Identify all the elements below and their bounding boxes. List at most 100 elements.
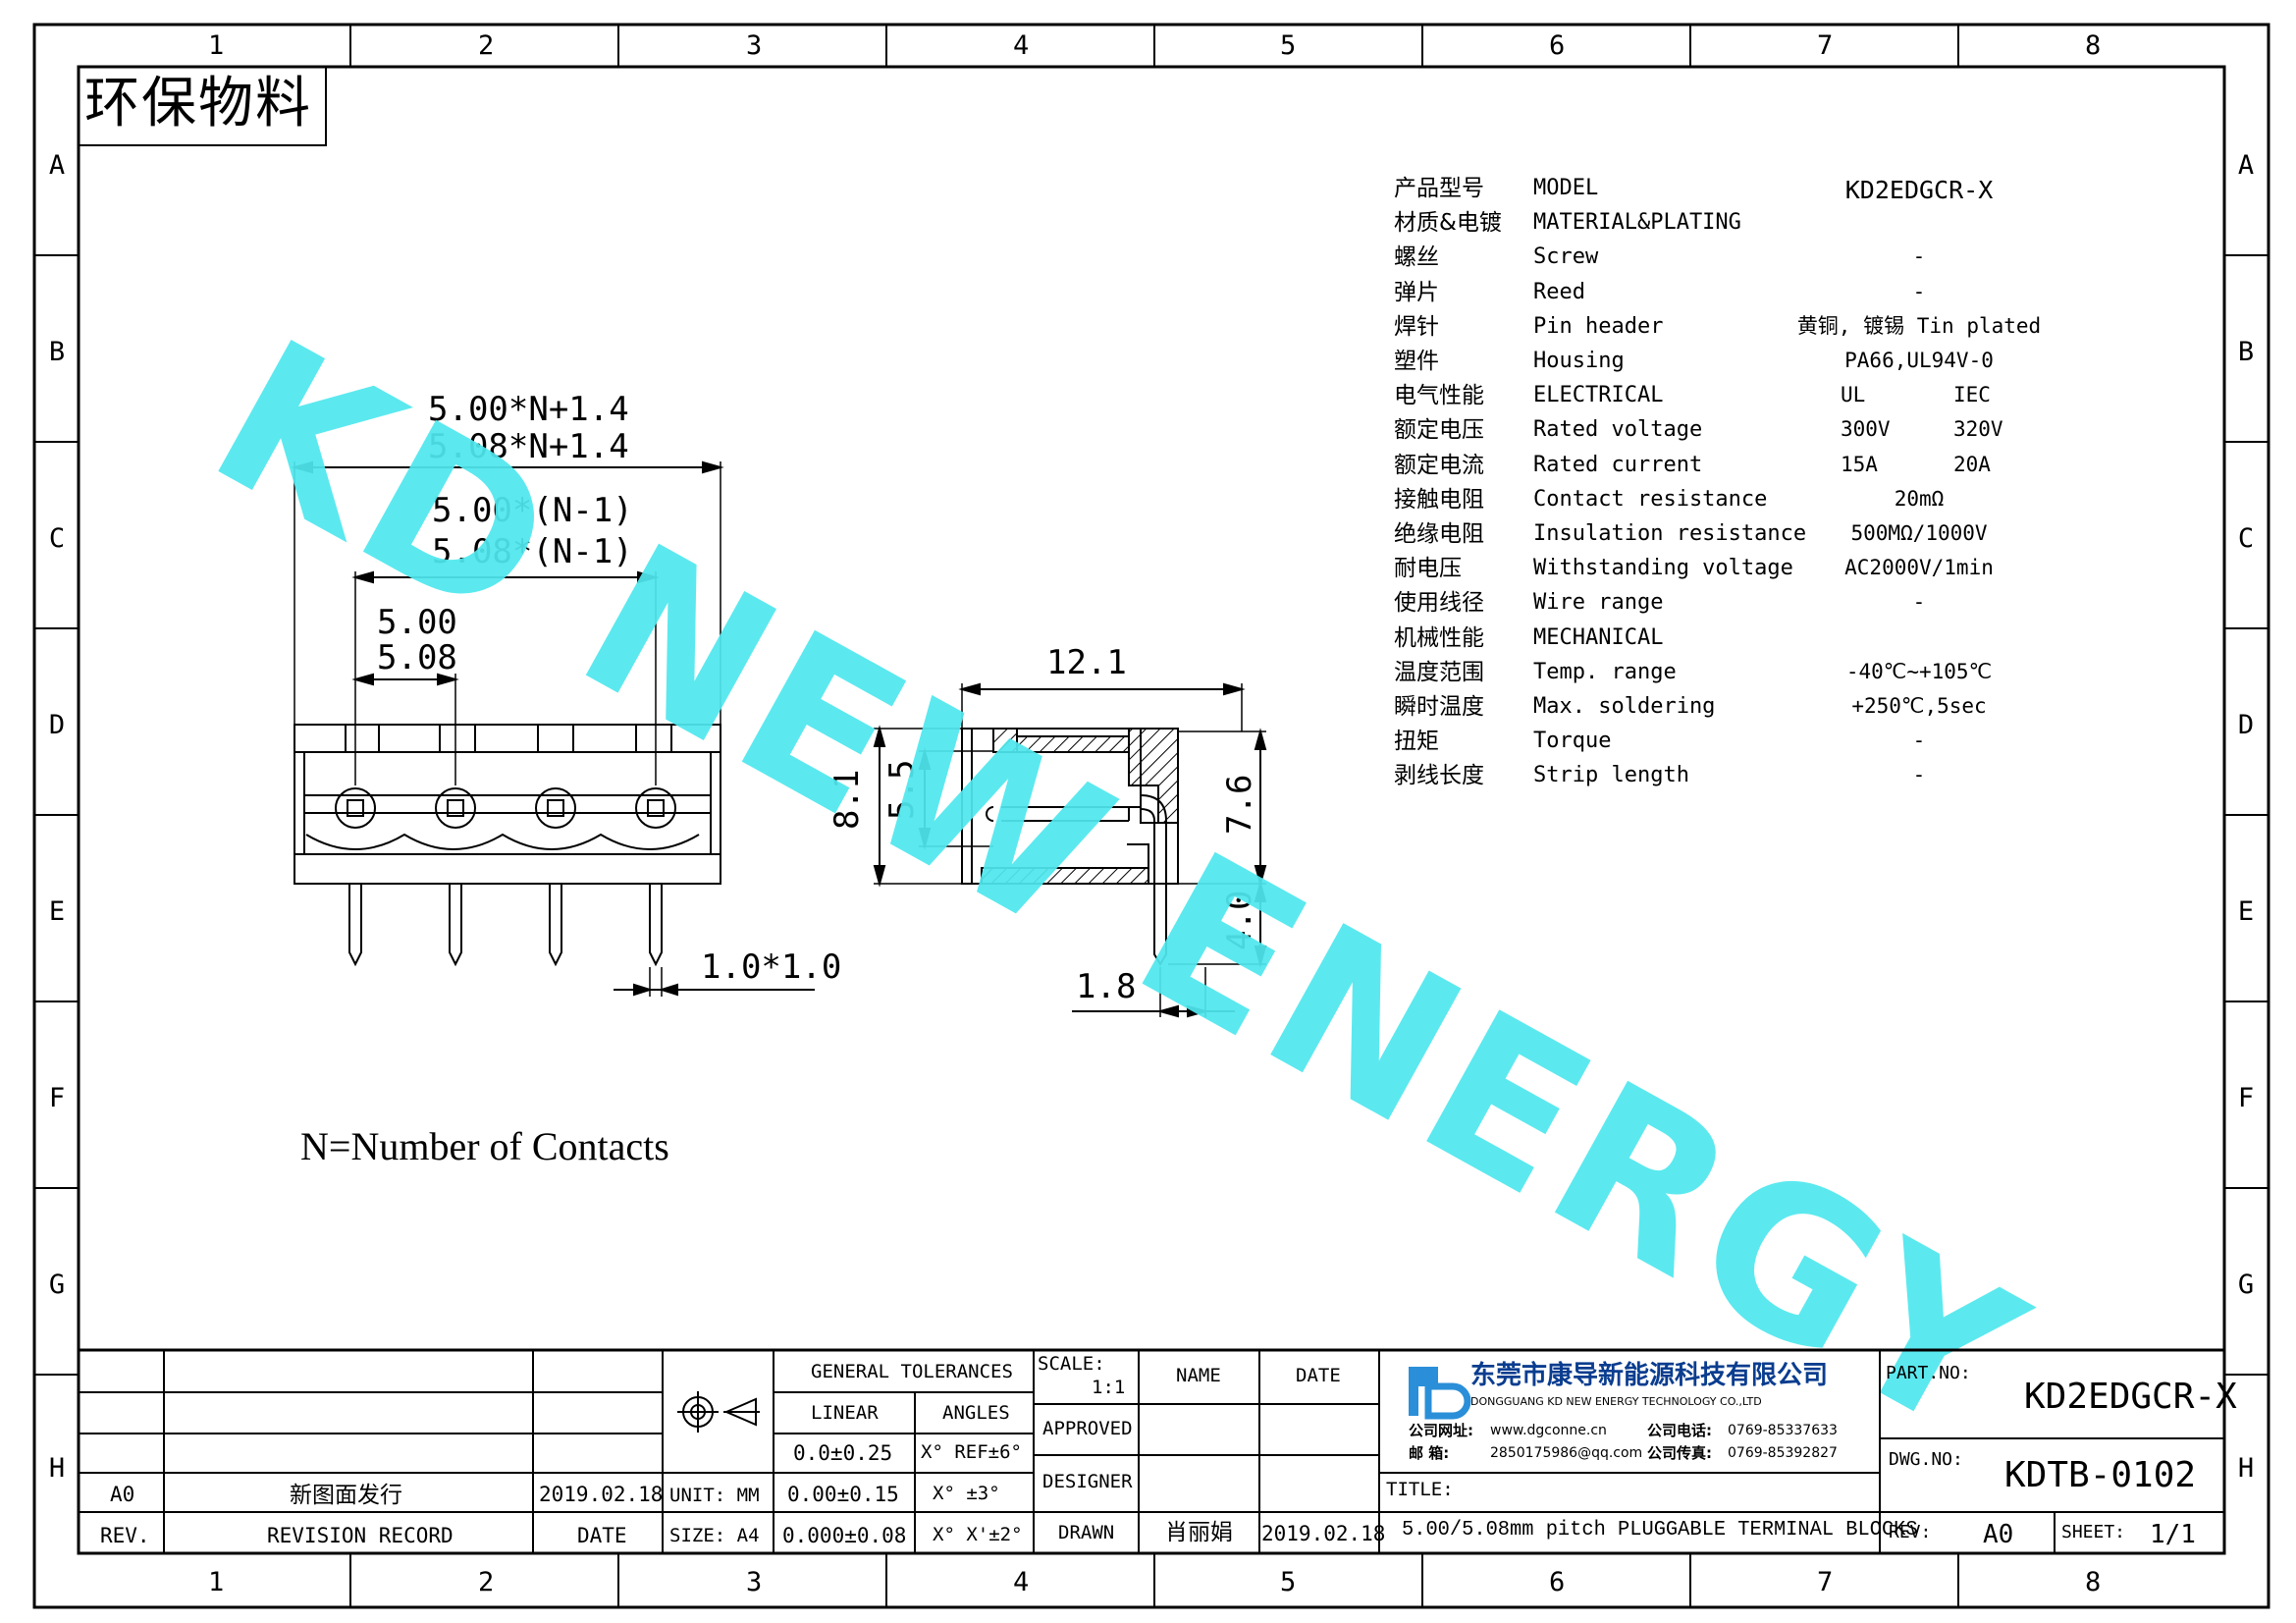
spec-en: Rated voltage <box>1533 417 1703 442</box>
col-label-1: 1 <box>208 30 225 61</box>
spec-en: Temp. range <box>1533 660 1677 684</box>
spec-cn: 瞬时温度 <box>1394 694 1484 720</box>
drawn-date: 2019.02.18 <box>1261 1522 1386 1545</box>
row-label-g: G <box>48 1270 66 1300</box>
drawn-label: DRAWN <box>1058 1522 1115 1543</box>
contacts-note: N=Number of Contacts <box>300 1124 669 1168</box>
fax-value: 0769-85392827 <box>1728 1445 1838 1461</box>
rev-record-label: REVISION RECORD <box>267 1524 454 1547</box>
spec-v2: IEC <box>1953 383 1991 406</box>
eco-material-stamp: 环保物料 <box>84 72 312 135</box>
part-no-label: PART.NO: <box>1886 1363 1971 1383</box>
scale-value: 1:1 <box>1092 1377 1126 1398</box>
company-name-cn: 东莞市康导新能源科技有限公司 <box>1470 1361 1829 1390</box>
spec-v1: - <box>1912 244 1926 268</box>
linear-label: LINEAR <box>811 1402 879 1424</box>
approved-label: APPROVED <box>1042 1418 1133 1439</box>
spec-cn: 机械性能 <box>1394 625 1484 651</box>
angle-tol-1: X° REF±6° <box>921 1441 1022 1463</box>
spec-en: Strip length <box>1533 763 1689 787</box>
spec-cn: 螺丝 <box>1394 244 1439 270</box>
spec-cn: 焊针 <box>1394 314 1439 340</box>
name-column-label: NAME <box>1176 1365 1221 1386</box>
dim-pin-offset: 1.8 <box>1076 967 1137 1006</box>
spec-en: Withstanding voltage <box>1533 556 1793 580</box>
dim-pitch-500: 5.00 <box>377 603 457 642</box>
dim-depth: 12.1 <box>1046 643 1127 682</box>
row-label-d: D <box>48 710 66 740</box>
row-label-f: F <box>2237 1083 2255 1113</box>
rev2-label: REV: <box>1889 1522 1932 1542</box>
spec-v1: KD2EDGCR-X <box>1844 176 1994 204</box>
col-label-2: 2 <box>478 30 495 61</box>
unit-label: UNIT: MM <box>669 1485 760 1506</box>
spec-v1: 500MΩ/1000V <box>1850 521 1988 545</box>
spec-en: Housing <box>1533 349 1625 373</box>
spec-v1: - <box>1912 590 1926 614</box>
spec-cn: 扭矩 <box>1394 729 1439 754</box>
spec-en: MECHANICAL <box>1533 625 1664 650</box>
col-label-5: 5 <box>1280 30 1297 61</box>
col-label-7: 7 <box>1817 1567 1834 1597</box>
angle-tol-2: X° ±3° <box>933 1483 1000 1504</box>
dwg-no-label: DWG.NO: <box>1889 1449 1963 1470</box>
sheet-value: 1/1 <box>2150 1520 2196 1549</box>
mail-value: 2850175986@qq.com <box>1490 1445 1643 1461</box>
spec-cn: 塑件 <box>1394 349 1439 374</box>
spec-v1: UL <box>1841 383 1866 406</box>
linear-tol-3: 0.000±0.08 <box>782 1524 907 1547</box>
spec-en: Screw <box>1533 244 1599 269</box>
date-column-label: DATE <box>1296 1365 1341 1386</box>
row-label-e: E <box>2237 896 2255 927</box>
spec-v1: 20mΩ <box>1894 487 1945 511</box>
row-label-e: E <box>48 896 66 927</box>
general-tolerances: GENERAL TOLERANCES <box>811 1361 1013 1382</box>
row-label-c: C <box>2237 523 2255 554</box>
company-name-en: DONGGUANG KD NEW ENERGY TECHNOLOGY CO.,L… <box>1470 1395 1762 1408</box>
web-label: 公司网址: <box>1409 1422 1473 1439</box>
row-label-b: B <box>2237 337 2255 367</box>
row-label-f: F <box>48 1083 66 1113</box>
dim-overall-500: 5.00*N+1.4 <box>428 390 629 429</box>
col-label-8: 8 <box>2085 1567 2102 1597</box>
spec-v1: 300V <box>1841 417 1891 441</box>
spec-en: Reed <box>1533 280 1585 304</box>
dim-span-508: 5.08*(N-1) <box>432 532 633 571</box>
col-label-5: 5 <box>1280 1567 1297 1597</box>
row-label-g: G <box>2237 1270 2255 1300</box>
row-label-h: H <box>2237 1453 2255 1484</box>
dim-pin-size: 1.0*1.0 <box>701 947 842 987</box>
spec-en: Torque <box>1533 729 1612 753</box>
size-label: SIZE: A4 <box>669 1525 760 1546</box>
row-label-b: B <box>48 337 66 367</box>
col-label-1: 1 <box>208 1567 225 1597</box>
spec-v1: - <box>1912 763 1926 786</box>
spec-cn: 产品型号 <box>1394 176 1484 201</box>
web-value: www.dgconne.cn <box>1490 1423 1607 1438</box>
spec-v1: PA66,UL94V-0 <box>1844 349 1994 372</box>
designer-label: DESIGNER <box>1042 1471 1133 1492</box>
mail-label: 邮 箱: <box>1409 1444 1450 1462</box>
dwg-no-value: KDTB-0102 <box>2004 1455 2197 1495</box>
spec-en: MODEL <box>1533 176 1599 200</box>
col-label-3: 3 <box>746 30 763 61</box>
row-label-d: D <box>2237 710 2255 740</box>
dim-overall-508: 5.08*N+1.4 <box>428 427 629 466</box>
spec-en: MATERIAL&PLATING <box>1533 210 1741 235</box>
spec-en: Insulation resistance <box>1533 521 1807 546</box>
sheet-label: SHEET: <box>2061 1522 2126 1542</box>
spec-cn: 电气性能 <box>1394 383 1484 408</box>
linear-tol-2: 0.00±0.15 <box>787 1483 899 1506</box>
spec-en: Contact resistance <box>1533 487 1768 512</box>
col-label-8: 8 <box>2085 30 2102 61</box>
rev-value: A0 <box>110 1483 135 1506</box>
rev-date-label: DATE <box>577 1524 627 1547</box>
part-no-value: KD2EDGCR-X <box>2024 1377 2237 1417</box>
spec-cn: 材质&电镀 <box>1394 210 1502 236</box>
col-label-7: 7 <box>1817 30 1834 61</box>
col-label-4: 4 <box>1013 1567 1030 1597</box>
rev-label: REV. <box>100 1524 150 1547</box>
